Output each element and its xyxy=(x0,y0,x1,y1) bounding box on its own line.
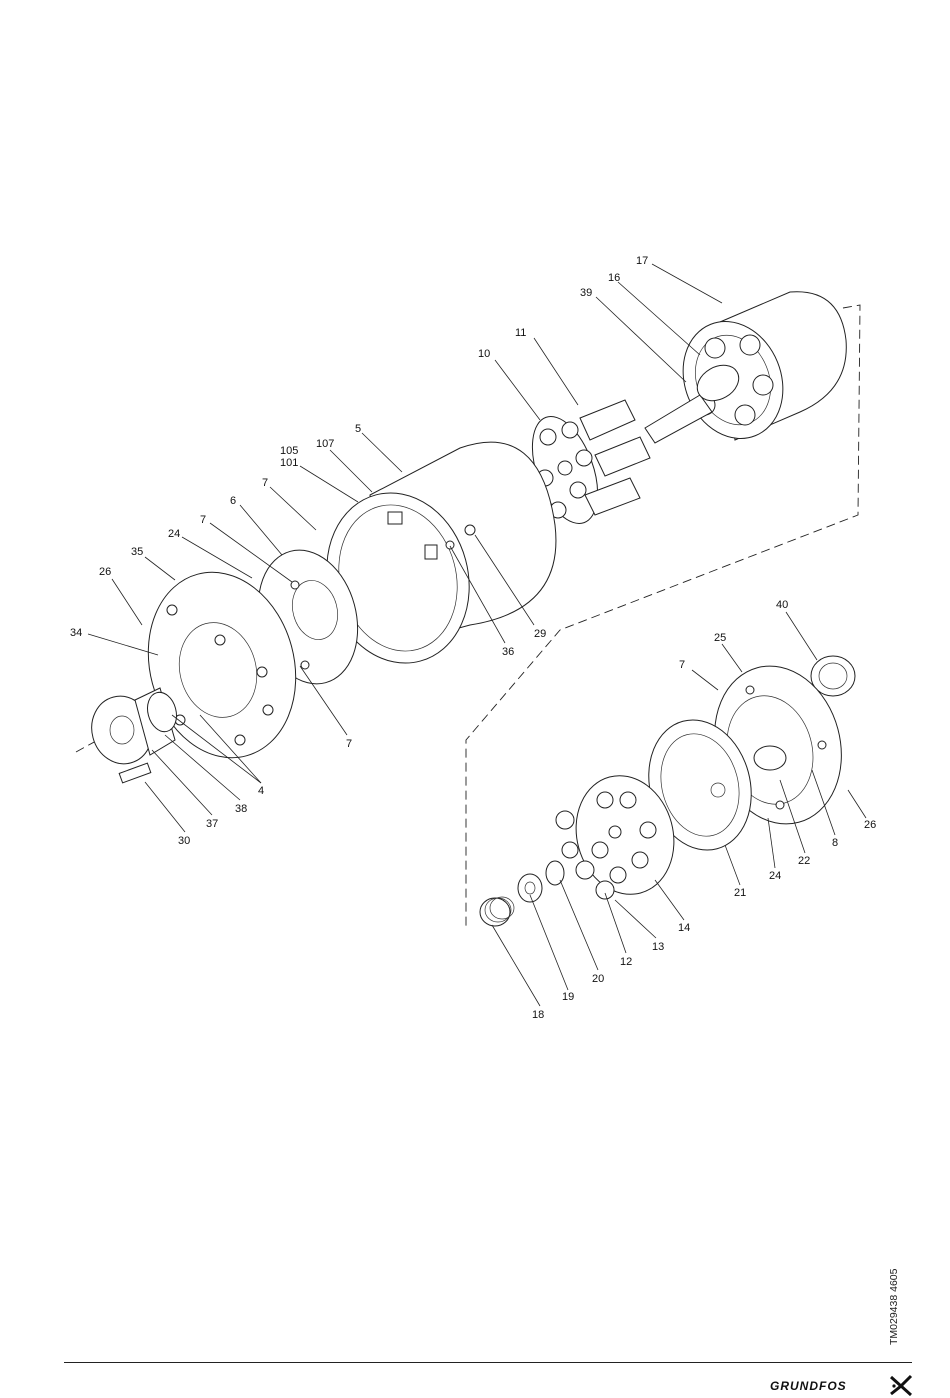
callout-11: 11 xyxy=(515,327,526,339)
drawing-reference-number: TM029438 4605 xyxy=(888,1245,902,1345)
grundfos-logo-icon xyxy=(888,1374,914,1396)
callout-105: 105 xyxy=(280,445,298,457)
callout-24-right: 24 xyxy=(769,870,781,882)
part-37-coupling xyxy=(84,688,180,783)
callout-24-left: 24 xyxy=(168,528,180,540)
brand-logo-text: GRUNDFOS xyxy=(770,1379,847,1393)
callout-30: 30 xyxy=(178,835,190,847)
callout-12: 12 xyxy=(620,956,632,968)
callout-14: 14 xyxy=(678,922,690,934)
callout-20: 20 xyxy=(592,973,604,985)
callout-26-right: 26 xyxy=(864,819,876,831)
callout-22: 22 xyxy=(798,855,810,867)
callout-26-left: 26 xyxy=(99,566,111,578)
callout-16: 16 xyxy=(608,272,620,284)
callout-34: 34 xyxy=(70,627,82,639)
callout-8: 8 xyxy=(832,837,838,849)
callout-6: 6 xyxy=(230,495,236,507)
callout-4: 4 xyxy=(258,785,264,797)
callout-36: 36 xyxy=(502,646,514,658)
callout-38: 38 xyxy=(235,803,247,815)
callout-7-plate: 7 xyxy=(200,514,206,526)
callout-25: 25 xyxy=(714,632,726,644)
callout-29: 29 xyxy=(534,628,546,640)
callout-35: 35 xyxy=(131,546,143,558)
callout-7-right: 7 xyxy=(679,659,685,671)
callout-17: 17 xyxy=(636,255,648,267)
callout-40: 40 xyxy=(776,599,788,611)
callout-18: 18 xyxy=(532,1009,544,1021)
part-20-ring xyxy=(546,861,564,885)
callout-101: 101 xyxy=(280,457,298,469)
callout-107: 107 xyxy=(316,438,334,450)
callout-19: 19 xyxy=(562,991,574,1003)
callout-7-lower: 7 xyxy=(346,738,352,750)
callout-37: 37 xyxy=(206,818,218,830)
callout-10: 10 xyxy=(478,348,490,360)
callout-5: 5 xyxy=(355,423,361,435)
part-18-spring xyxy=(480,897,514,926)
callout-13: 13 xyxy=(652,941,664,953)
part-19-spring-seat xyxy=(518,874,542,902)
callout-39: 39 xyxy=(580,287,592,299)
callout-21: 21 xyxy=(734,887,746,899)
part-17-housing xyxy=(666,292,846,454)
callout-7-upper: 7 xyxy=(262,477,268,489)
footer-rule xyxy=(64,1362,912,1363)
